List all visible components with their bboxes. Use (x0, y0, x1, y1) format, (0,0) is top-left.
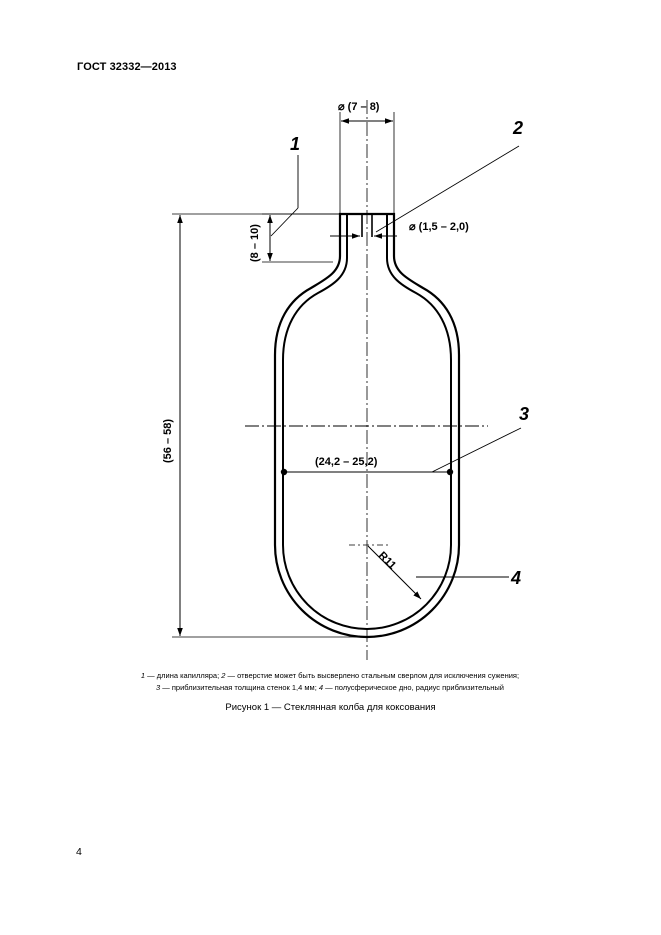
capillary-length-label: (8 – 10) (249, 224, 261, 262)
legend-number-1: 1 (140, 671, 146, 680)
total-height-label: (56 – 58) (162, 419, 174, 463)
figure-legend: 1 — длина капилляра; 2 — отверстие может… (80, 670, 580, 694)
legend-number-4: 4 (318, 683, 324, 692)
callout-2: 2 (512, 118, 523, 138)
legend-line-1: 1 — длина капилляра; 2 — отверстие может… (80, 670, 580, 682)
legend-text-2: — отверстие может быть высверлено стальн… (225, 671, 520, 680)
flask-outer-wall (273, 212, 461, 639)
page-number: 4 (76, 846, 82, 858)
legend-text-1: — длина капилляра; (145, 671, 222, 680)
callout-4: 4 (510, 568, 521, 588)
callout-1: 1 (290, 134, 300, 154)
callout-3: 3 (519, 404, 529, 424)
top-diameter-label: ⌀ (7 – 8) (338, 101, 380, 113)
legend-text-3: — приблизительная толщина стенок 1,4 мм; (160, 683, 319, 692)
legend-line-2: 3 — приблизительная толщина стенок 1,4 м… (80, 682, 580, 694)
radius-label: R11 (376, 550, 398, 572)
legend-number-2: 2 (221, 671, 226, 680)
figure-caption: Рисунок 1 — Стеклянная колба для коксова… (225, 702, 436, 713)
legend-text-4: — полусферическое дно, радиус приблизите… (323, 683, 504, 692)
document-header: ГОСТ 32332—2013 (77, 61, 177, 73)
body-width-label: (24,2 – 25,2) (315, 456, 378, 468)
radius-dimension (367, 545, 422, 600)
hole-diameter-label: ⌀ (1,5 – 2,0) (409, 221, 469, 233)
legend-number-3: 3 (156, 683, 161, 692)
